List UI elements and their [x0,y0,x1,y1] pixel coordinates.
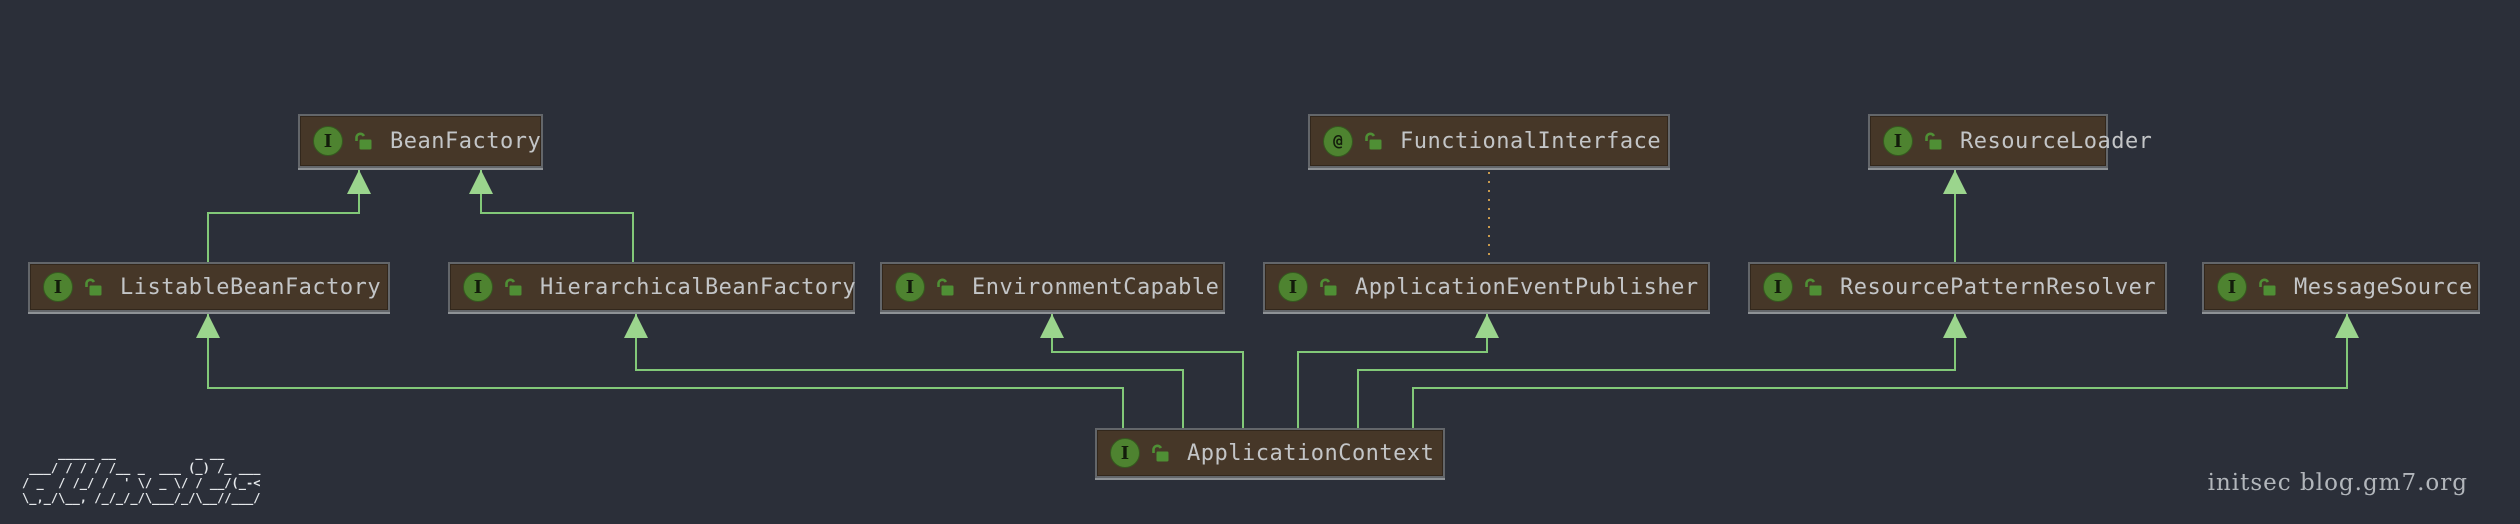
node-label: ResourcePatternResolver [1840,274,2157,300]
public-unlocked-icon [1152,444,1169,462]
inheritance-arrowhead [469,170,493,194]
diagram-node-resource-loader[interactable]: I ResourceLoader [1868,114,2152,168]
node-label: ListableBeanFactory [120,274,382,300]
inheritance-arrowhead [196,314,220,338]
edge-application-context-to-listable-bean-factory [207,314,1124,428]
annotation-icon: @ [1323,125,1353,157]
diagram-node-message-source[interactable]: I MessageSource [2202,262,2480,312]
inheritance-arrowhead [1475,314,1499,338]
inheritance-arrowhead [2335,314,2359,338]
node-label: MessageSource [2294,274,2473,300]
public-unlocked-icon [937,278,954,296]
interface-icon: I [1883,126,1913,156]
public-unlocked-icon [1320,278,1337,296]
node-label: ApplicationContext [1187,440,1435,466]
public-unlocked-icon [1925,132,1942,150]
node-label: ResourceLoader [1960,128,2153,154]
inheritance-arrowhead [624,314,648,338]
diagram-node-application-event-publisher[interactable]: I ApplicationEventPublisher [1263,262,1710,312]
edge-application-context-to-hierarchical-bean-factory [635,314,1184,428]
interface-icon: I [1278,272,1308,302]
diagram-node-environment-capable[interactable]: I EnvironmentCapable [880,262,1225,312]
interface-icon: I [43,272,73,302]
inheritance-arrowhead [347,170,371,194]
node-label: EnvironmentCapable [972,274,1220,300]
public-unlocked-icon [505,278,522,296]
public-unlocked-icon [355,132,372,150]
public-unlocked-icon [1365,132,1382,150]
node-label: BeanFactory [390,128,542,154]
d4m1ts-ascii-logo: _____ __ _ __ ___/ / / / /__ _ ___ (_) /… [22,446,261,505]
diagram-node-resource-pattern-resolver[interactable]: I ResourcePatternResolver [1748,262,2167,312]
public-unlocked-icon [2259,278,2276,296]
edge-application-context-to-resource-pattern-resolver [1357,314,1956,428]
diagram-node-hierarchical-bean-factory[interactable]: I HierarchicalBeanFactory [448,262,857,312]
interface-icon: I [895,272,925,302]
inheritance-arrowhead [1943,314,1967,338]
public-unlocked-icon [1805,278,1822,296]
interface-icon: I [2217,272,2247,302]
interface-icon: I [1110,438,1140,468]
inheritance-arrowhead [1943,170,1967,194]
edge-application-context-to-message-source [1412,314,2348,428]
node-label: ApplicationEventPublisher [1355,274,1699,300]
credit-text: initsec blog.gm7.org [2207,470,2468,496]
public-unlocked-icon [85,278,102,296]
interface-icon: I [463,272,493,302]
node-label: FunctionalInterface [1400,128,1662,154]
diagram-node-application-context[interactable]: I ApplicationContext [1095,428,1445,478]
diagram-node-listable-bean-factory[interactable]: I ListableBeanFactory [28,262,390,312]
interface-icon: I [313,126,343,156]
interface-icon: I [1763,272,1793,302]
diagram-node-functional-interface[interactable]: @ FunctionalInterface [1308,114,1670,168]
node-label: HierarchicalBeanFactory [540,274,857,300]
diagram-node-bean-factory[interactable]: I BeanFactory [298,114,543,168]
inheritance-arrowhead [1040,314,1064,338]
